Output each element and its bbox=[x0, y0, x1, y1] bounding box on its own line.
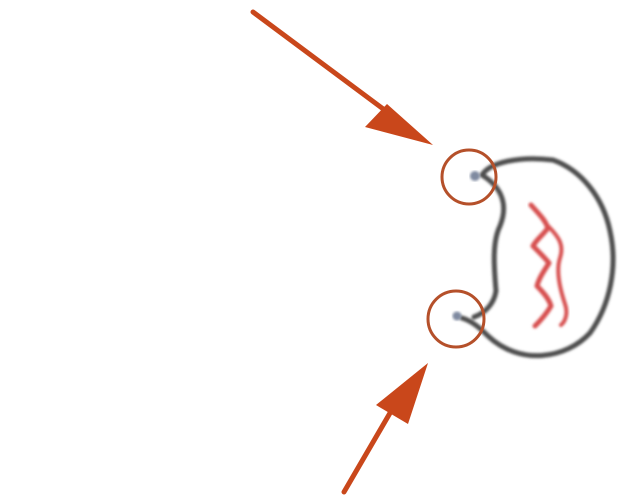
top-arrow-icon bbox=[253, 12, 433, 145]
bottom-arrow-icon bbox=[344, 363, 428, 492]
red-squiggle-icon bbox=[531, 205, 566, 326]
top-endpoint-dot bbox=[470, 171, 480, 181]
bottom-endpoint-dot bbox=[453, 312, 462, 321]
